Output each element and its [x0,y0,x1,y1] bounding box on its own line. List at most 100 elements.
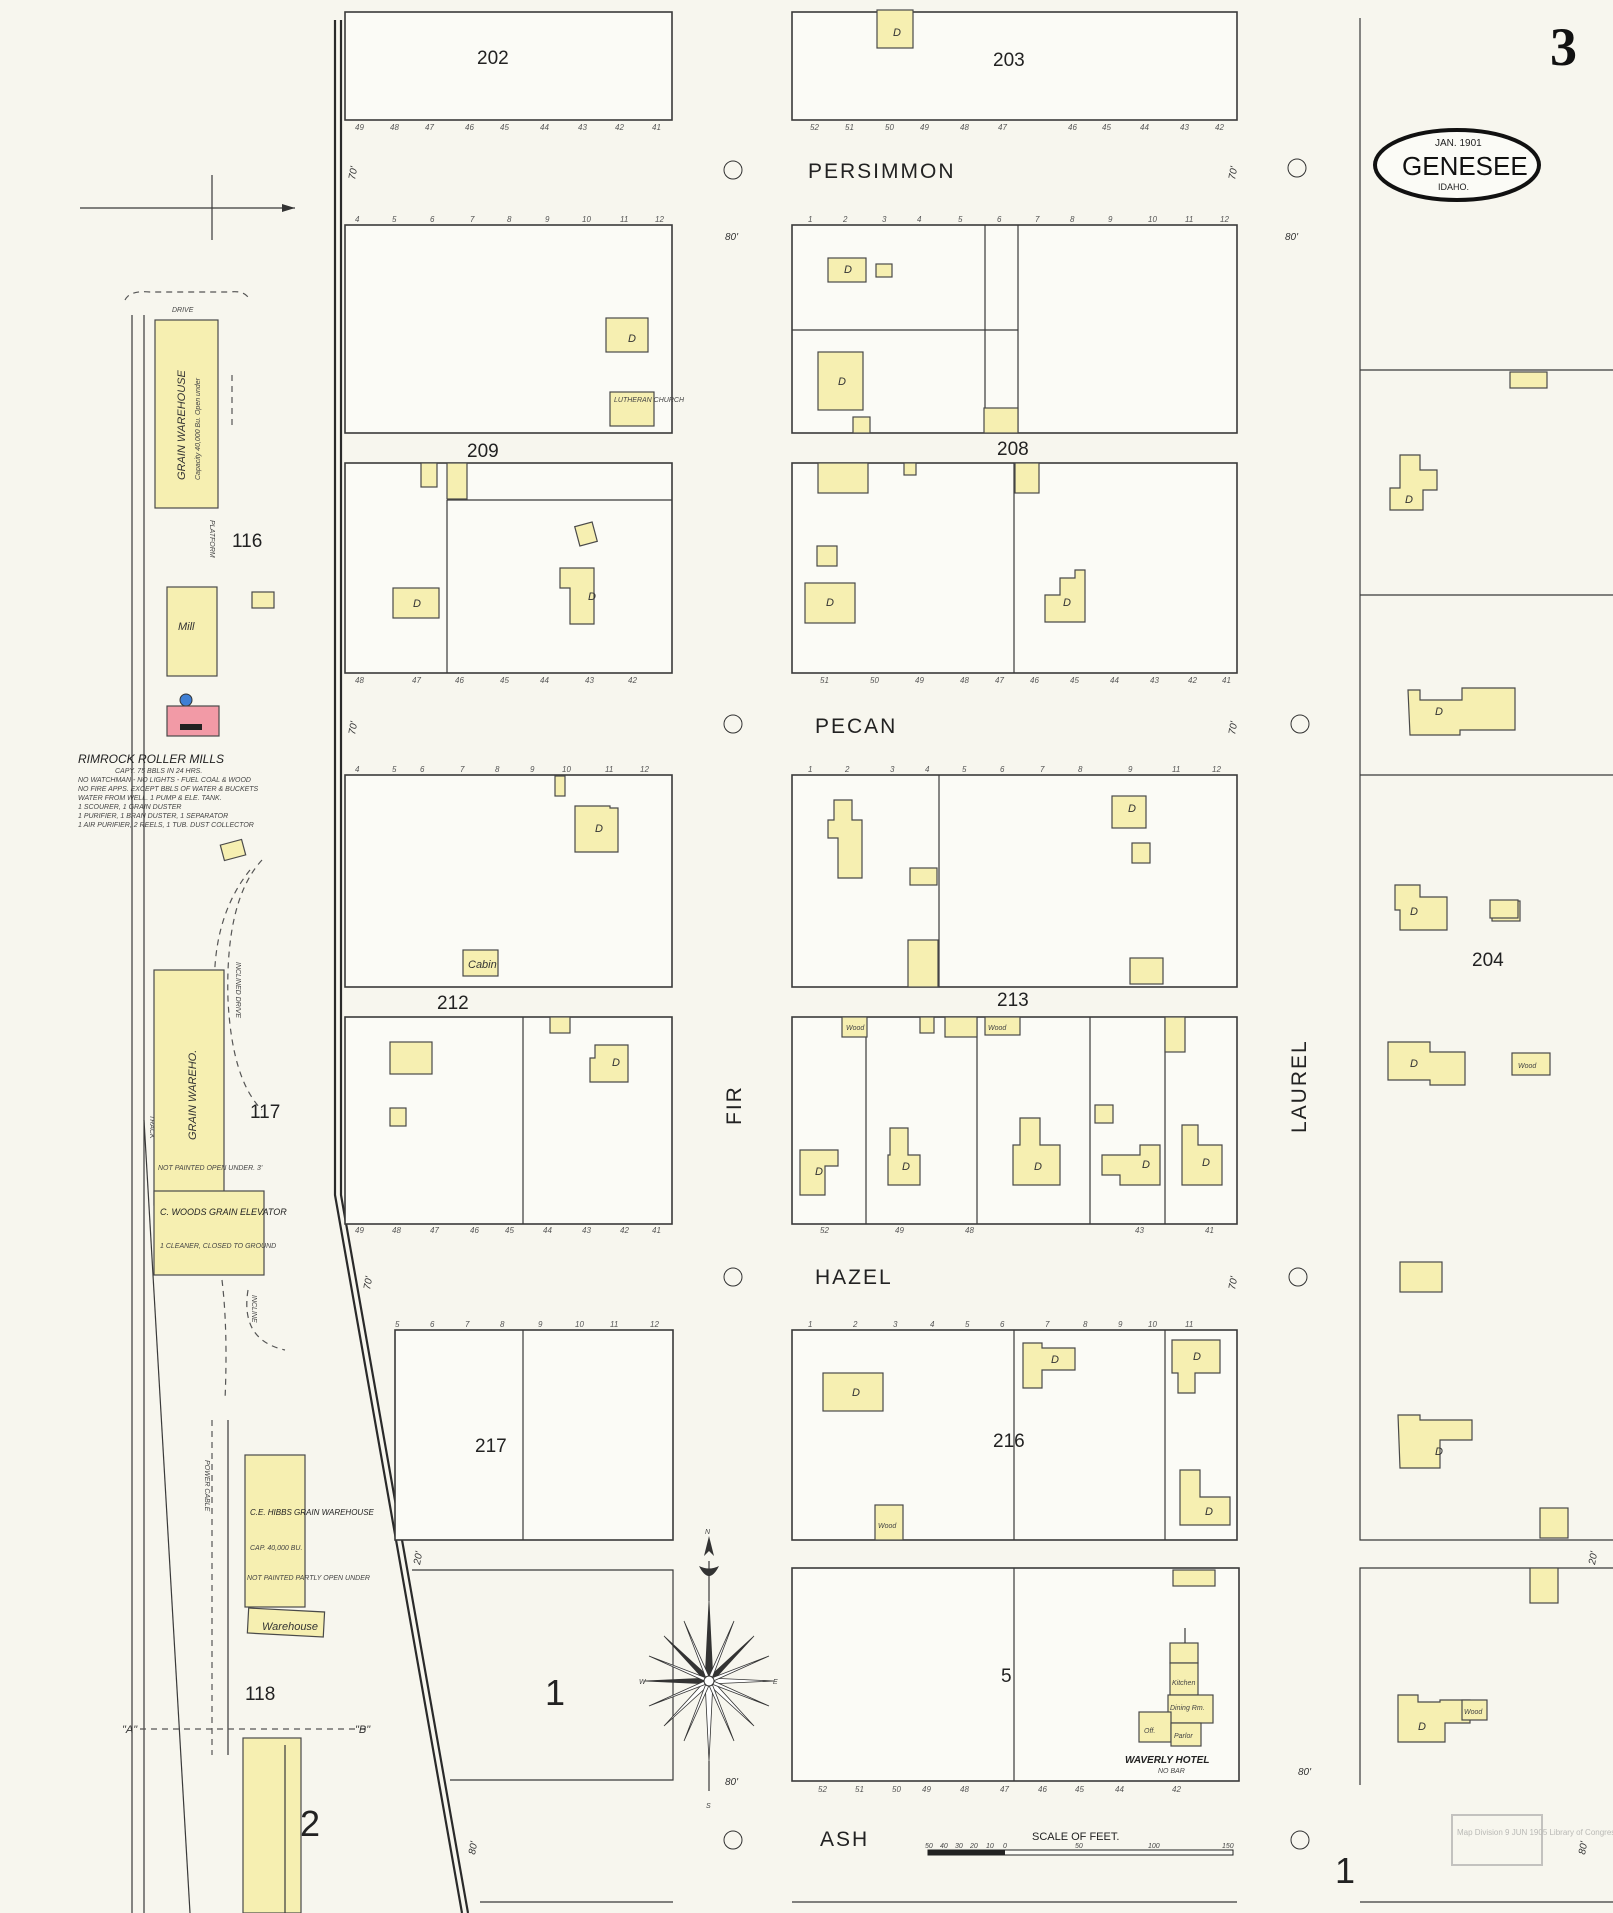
svg-text:42: 42 [1172,1785,1181,1794]
lutheran-church [609,391,655,427]
svg-text:6: 6 [430,1320,435,1329]
svg-text:9: 9 [530,765,535,774]
shed [817,462,869,494]
outbuilding [420,462,438,488]
rimrock-capacity: CAPY. 75 BBLS IN 24 HRS. [115,768,202,775]
dwelling [1101,1144,1161,1186]
rimrock-note-6: 1 AIR PURIFIER, 2 REELS, 1 TUB. DUST COL… [78,822,254,829]
street-persimmon: PERSIMMON [808,160,956,183]
north-arrow-icon [80,175,295,240]
svg-text:47: 47 [1000,1785,1009,1794]
dwelling [876,9,914,49]
dwelling-mark: D [595,823,603,835]
svg-text:48: 48 [960,676,969,685]
svg-text:46: 46 [1038,1785,1047,1794]
adjoining-sheet-2: 2 [300,1803,320,1844]
svg-text:48: 48 [960,123,969,132]
shed [1529,1567,1559,1604]
svg-text:20': 20' [1587,1550,1600,1567]
shed [983,407,1019,434]
wood-shed [1489,899,1519,919]
rimrock-note-1: NO WATCHMAN - NO LIGHTS - FUEL COAL & WO… [78,777,251,784]
svg-text:5: 5 [392,215,397,224]
svg-text:12: 12 [650,1320,659,1329]
map-date: JAN. 1901 [1435,138,1482,149]
svg-text:2: 2 [842,215,848,224]
svg-text:51: 51 [845,123,854,132]
dwelling-mark: D [1435,1446,1443,1458]
dwelling-mark: D [1202,1157,1210,1169]
dwelling-mark: D [1063,597,1071,609]
wood-label: Wood [1464,1709,1483,1716]
svg-text:2: 2 [852,1320,858,1329]
outbuilding [903,462,917,476]
block-202-outline [344,11,673,121]
svg-text:45: 45 [505,1226,514,1235]
svg-text:43: 43 [1135,1226,1144,1235]
svg-text:42: 42 [628,676,637,685]
svg-text:42: 42 [1215,123,1224,132]
hotel-kitchen [1169,1662,1199,1696]
svg-text:8: 8 [500,1320,505,1329]
mill-boiler-icon [179,693,193,707]
svg-text:5: 5 [965,1320,970,1329]
wood-shed [1461,1699,1488,1721]
rimrock-note-3: WATER FROM WELL. 1 PUMP & ELE. TANK. [78,795,222,802]
power-cable-label: POWER CABLE [203,1460,210,1512]
dining-label: Dining Rm. [1170,1705,1205,1712]
svg-text:8: 8 [1078,765,1083,774]
mill-outbuilding [251,591,275,609]
dwelling [605,317,649,353]
svg-text:50: 50 [885,123,894,132]
street-ash: ASH [820,1828,869,1851]
svg-text:1: 1 [808,1320,812,1329]
block-212-north [344,774,673,988]
svg-text:3: 3 [890,765,895,774]
svg-text:9: 9 [1108,215,1113,224]
svg-text:12: 12 [655,215,664,224]
shed [446,462,468,500]
svg-text:48: 48 [965,1226,974,1235]
dwelling [1111,795,1147,829]
wood-shed [874,1504,904,1541]
svg-text:6: 6 [1000,765,1005,774]
svg-text:41: 41 [652,1226,661,1235]
dwelling [1394,884,1448,931]
svg-text:51: 51 [855,1785,864,1794]
scale-tick: 40 [940,1843,948,1850]
svg-text:43: 43 [578,123,587,132]
svg-text:49: 49 [355,1226,364,1235]
svg-text:11: 11 [620,215,628,224]
outbuilding [389,1107,407,1127]
cabin-label: Cabin [468,959,497,971]
kitchen-label: Kitchen [1172,1680,1195,1687]
scale-bar: SCALE OF FEET. 50 40 30 20 10 0 50 100 1… [925,1831,1234,1856]
block-212: 212 [437,993,469,1014]
grain-warehouse-middle [153,969,225,1206]
scale-tick: 100 [1148,1843,1160,1850]
section-mark-a: "A" [122,1724,138,1736]
block-217-outline [394,1329,674,1541]
svg-text:12: 12 [1220,215,1229,224]
dwelling-mark: D [902,1161,910,1173]
scale-tick: 30 [955,1843,963,1850]
svg-text:49: 49 [920,123,929,132]
dwelling [559,567,595,625]
svg-text:46: 46 [455,676,464,685]
scale-tick: 10 [986,1843,994,1850]
dwelling-mark: D [1142,1159,1150,1171]
not-painted-note: NOT PAINTED OPEN UNDER. 3' [158,1165,263,1172]
svg-text:44: 44 [1115,1785,1124,1794]
block-213: 213 [997,990,1029,1011]
svg-text:50: 50 [892,1785,901,1794]
woods-grain-elevator [153,1190,265,1276]
svg-text:51: 51 [820,676,829,685]
svg-text:4: 4 [925,765,930,774]
dwelling-mark: D [588,591,596,603]
grain-warehouse-label: GRAIN WAREHOUSE [176,370,188,480]
state-name: IDAHO. [1438,182,1469,192]
block-216: 216 [993,1431,1025,1452]
svg-text:45: 45 [1075,1785,1084,1794]
